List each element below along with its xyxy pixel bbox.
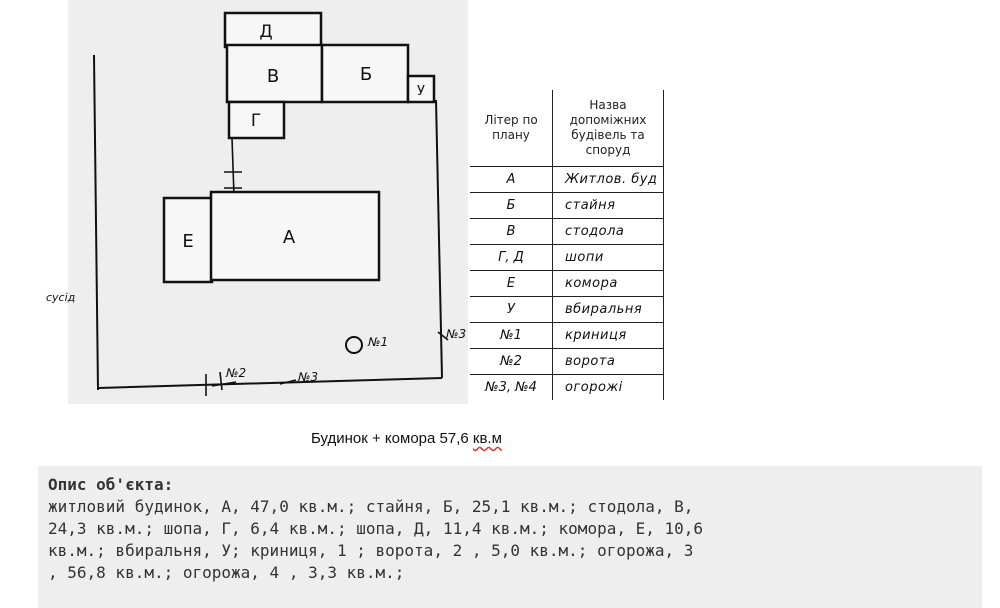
legend-table: Літер по плану Назва допоміжних будівель…: [470, 90, 664, 400]
legend-name: стайня: [552, 192, 664, 219]
marker-n2: №2: [225, 366, 246, 380]
building-g: [227, 100, 286, 140]
label-building-d: Д: [259, 22, 272, 42]
legend-name: стодола: [552, 218, 664, 245]
description-line: житловий будинок, А, 47,0 кв.м.; стайня,…: [48, 497, 694, 516]
site-plan: Д В Б У Г Е А сусід №1 №2 №3 №3: [46, 11, 466, 396]
legend-name: вбиральня: [552, 296, 664, 323]
legend-letter: №3, №4: [470, 374, 553, 400]
legend-header-row: Літер по плану Назва допоміжних будівель…: [470, 90, 664, 167]
area-caption-text: Будинок + комора 57,6: [311, 430, 469, 447]
right-boundary-line: [435, 99, 443, 379]
legend-header-letter: Літер по плану: [470, 90, 553, 167]
label-building-v: В: [267, 66, 279, 87]
left-boundary-line: [93, 54, 99, 391]
well-icon: [345, 336, 363, 354]
legend-header-name: Назва допоміжних будівель та споруд: [552, 90, 664, 167]
legend-name: криниця: [552, 322, 664, 349]
legend-name: шопи: [552, 244, 664, 271]
description-line: 24,3 кв.м.; шопа, Г, 6,4 кв.м.; шопа, Д,…: [48, 519, 704, 538]
connector-line: [231, 137, 235, 197]
label-building-u: У: [417, 84, 425, 99]
gate-post-right: [219, 371, 223, 391]
area-caption-unit: кв.м: [472, 430, 502, 447]
building-e: [162, 196, 214, 284]
label-building-g: Г: [251, 111, 261, 131]
marker-n1: №1: [367, 335, 388, 349]
legend-letter: Г, Д: [470, 244, 553, 271]
marker-n3-bottom: №3: [297, 370, 318, 384]
description-title: Опис об'єкта:: [48, 475, 174, 494]
legend-letter: В: [470, 218, 553, 245]
legend-letter: Б: [470, 192, 553, 219]
legend-name: Житлов. буд: [552, 166, 664, 193]
legend-letter: А: [470, 166, 553, 193]
object-description: Опис об'єкта: житловий будинок, А, 47,0 …: [38, 466, 982, 608]
legend-letter: №2: [470, 348, 553, 375]
description-line: кв.м.; вбиральня, У; криниця, 1 ; ворота…: [48, 541, 694, 560]
legend-name: комора: [552, 270, 664, 297]
legend-name: ворота: [552, 348, 664, 375]
legend-name: огорожі: [552, 374, 664, 400]
description-line: , 56,8 кв.м.; огорожа, 4 , 3,3 кв.м.;: [48, 563, 405, 582]
label-building-a: А: [283, 227, 296, 248]
building-b: [320, 43, 410, 104]
label-building-e: Е: [182, 231, 193, 252]
bottom-boundary-line: [97, 377, 443, 389]
legend-letter: №1: [470, 322, 553, 349]
area-caption: Будинок + комора 57,6 кв.м: [311, 430, 502, 447]
label-building-b: Б: [360, 64, 372, 85]
marker-n3-right: №3: [445, 327, 466, 341]
neighbor-label: сусід: [46, 291, 75, 304]
building-d: [223, 11, 323, 49]
legend-letter: Е: [470, 270, 553, 297]
legend-letter: У: [470, 296, 553, 323]
building-u: [406, 74, 436, 104]
building-a: [209, 190, 381, 282]
